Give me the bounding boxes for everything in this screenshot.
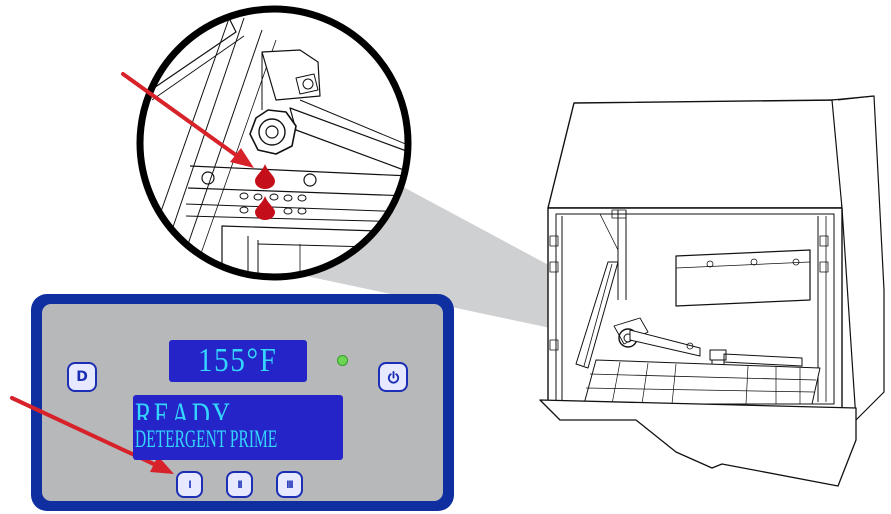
arrow-head-icon bbox=[150, 456, 174, 474]
temperature-readout: 155°F bbox=[198, 342, 278, 379]
cycle-2-label: II bbox=[237, 478, 242, 491]
drop-icon bbox=[255, 196, 275, 220]
arrow-head-icon bbox=[230, 148, 254, 168]
cycle-3-label: III bbox=[286, 478, 293, 491]
ready-led bbox=[337, 355, 348, 366]
cycle-readout: DETERGENT PRIME bbox=[135, 426, 278, 453]
power-icon bbox=[387, 370, 399, 384]
power-button[interactable] bbox=[378, 362, 408, 392]
cycle-display: DETERGENT PRIME bbox=[133, 420, 343, 460]
delime-button[interactable]: D bbox=[67, 362, 97, 392]
temperature-display: 155°F bbox=[169, 340, 307, 382]
delime-button-label: D bbox=[76, 369, 88, 385]
cycle-1-label: I bbox=[188, 478, 191, 491]
magnifier-detail bbox=[136, 5, 412, 281]
cycle-2-button[interactable]: II bbox=[226, 471, 253, 498]
cycle-1-button[interactable]: I bbox=[176, 471, 203, 498]
dishwasher-illustration bbox=[539, 95, 885, 487]
cycle-3-button[interactable]: III bbox=[276, 471, 303, 498]
magnifier-ring bbox=[136, 5, 412, 281]
drop-icon bbox=[255, 164, 275, 189]
